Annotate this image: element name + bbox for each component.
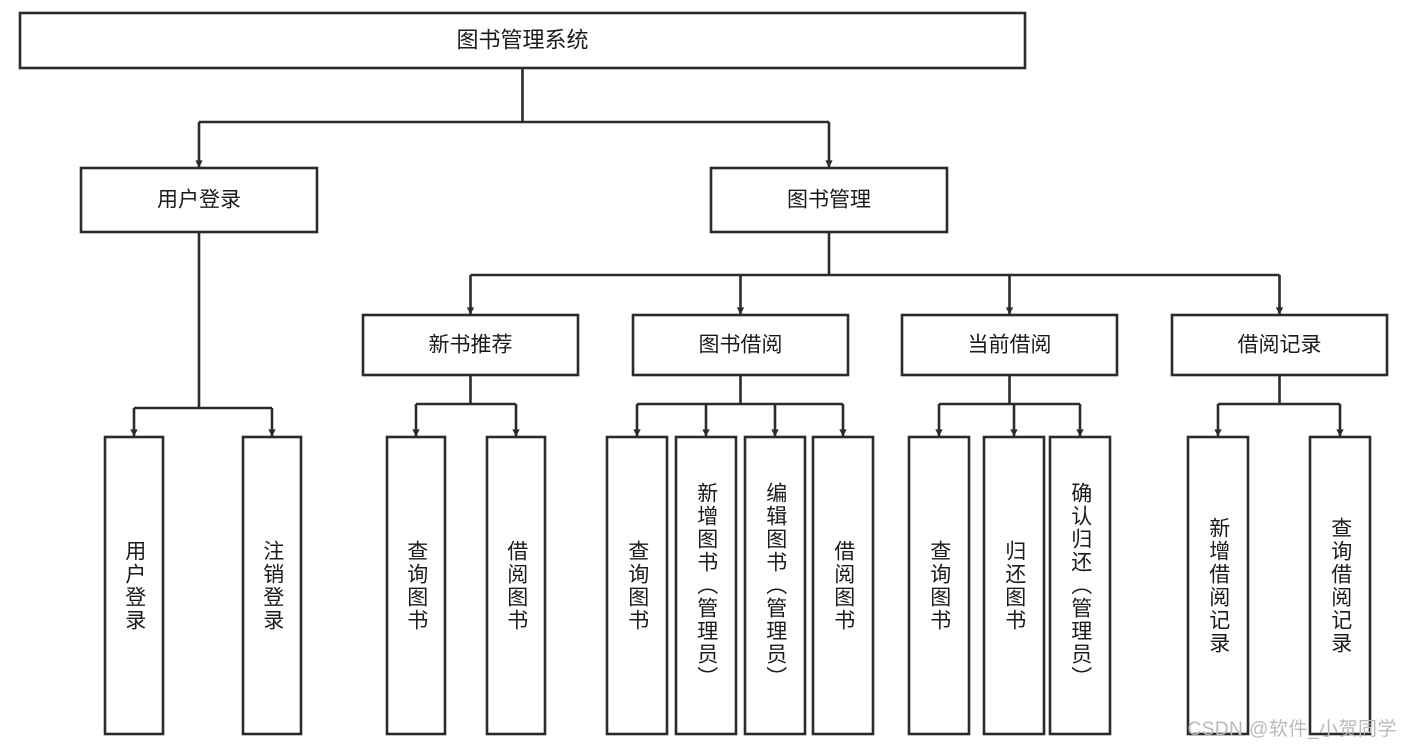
node-box-leaf-logout[interactable] xyxy=(241,435,303,736)
node-leaf-borrow-book-rec[interactable] xyxy=(485,435,547,736)
node-box-borrow-record[interactable] xyxy=(1170,313,1389,377)
connector-layer xyxy=(130,68,1344,437)
node-leaf-query-borrow-record[interactable] xyxy=(1308,435,1372,736)
node-label-user-login: 用户登录 xyxy=(157,189,241,212)
node-box-new-book-recommend[interactable] xyxy=(361,313,580,377)
node-label-current-borrow: 当前借阅 xyxy=(968,334,1052,357)
node-current-borrow[interactable]: 当前借阅 xyxy=(900,313,1119,377)
node-box-leaf-borrow-book[interactable] xyxy=(811,435,875,736)
node-box-leaf-add-book-admin[interactable] xyxy=(674,435,738,736)
csdn-watermark: CSDN @软件_小贺同学 xyxy=(1187,719,1397,740)
node-leaf-edit-book-admin[interactable] xyxy=(743,435,807,736)
node-box-leaf-return-book[interactable] xyxy=(982,435,1046,736)
node-box-leaf-edit-book-admin[interactable] xyxy=(743,435,807,736)
node-box-leaf-query-borrow-record[interactable] xyxy=(1308,435,1372,736)
node-leaf-add-book-admin[interactable] xyxy=(674,435,738,736)
node-box-leaf-confirm-return-admin[interactable] xyxy=(1048,435,1112,736)
node-box-book-borrow[interactable] xyxy=(631,313,850,377)
node-box-book-manage[interactable] xyxy=(709,166,949,234)
node-leaf-add-borrow-record[interactable] xyxy=(1186,435,1250,736)
node-label-borrow-record: 借阅记录 xyxy=(1238,334,1322,357)
node-new-book-recommend[interactable]: 新书推荐 xyxy=(361,313,580,377)
node-box-current-borrow[interactable] xyxy=(900,313,1119,377)
node-box-user-login[interactable] xyxy=(79,166,319,234)
node-book-manage[interactable]: 图书管理 xyxy=(709,166,949,234)
node-box-leaf-query-book-current[interactable] xyxy=(907,435,971,736)
node-root[interactable]: 图书管理系统 xyxy=(18,11,1027,70)
node-leaf-query-book-rec[interactable] xyxy=(385,435,447,736)
node-borrow-record[interactable]: 借阅记录 xyxy=(1170,313,1389,377)
node-leaf-user-login[interactable] xyxy=(103,435,165,736)
node-leaf-query-book-borrow[interactable] xyxy=(605,435,669,736)
node-box-leaf-borrow-book-rec[interactable] xyxy=(485,435,547,736)
node-box-leaf-user-login[interactable] xyxy=(103,435,165,736)
node-leaf-confirm-return-admin[interactable] xyxy=(1048,435,1112,736)
node-leaf-query-book-current[interactable] xyxy=(907,435,971,736)
node-box-root[interactable] xyxy=(18,11,1027,70)
node-box-leaf-add-borrow-record[interactable] xyxy=(1186,435,1250,736)
node-box-leaf-query-book-borrow[interactable] xyxy=(605,435,669,736)
node-leaf-borrow-book[interactable] xyxy=(811,435,875,736)
node-leaf-logout[interactable] xyxy=(241,435,303,736)
node-book-borrow[interactable]: 图书借阅 xyxy=(631,313,850,377)
node-label-book-manage: 图书管理 xyxy=(787,189,871,212)
node-label-book-borrow: 图书借阅 xyxy=(699,334,783,357)
node-leaf-return-book[interactable] xyxy=(982,435,1046,736)
node-user-login[interactable]: 用户登录 xyxy=(79,166,319,234)
node-label-new-book-recommend: 新书推荐 xyxy=(429,334,513,357)
node-label-root: 图书管理系统 xyxy=(456,27,588,52)
node-box-leaf-query-book-rec[interactable] xyxy=(385,435,447,736)
